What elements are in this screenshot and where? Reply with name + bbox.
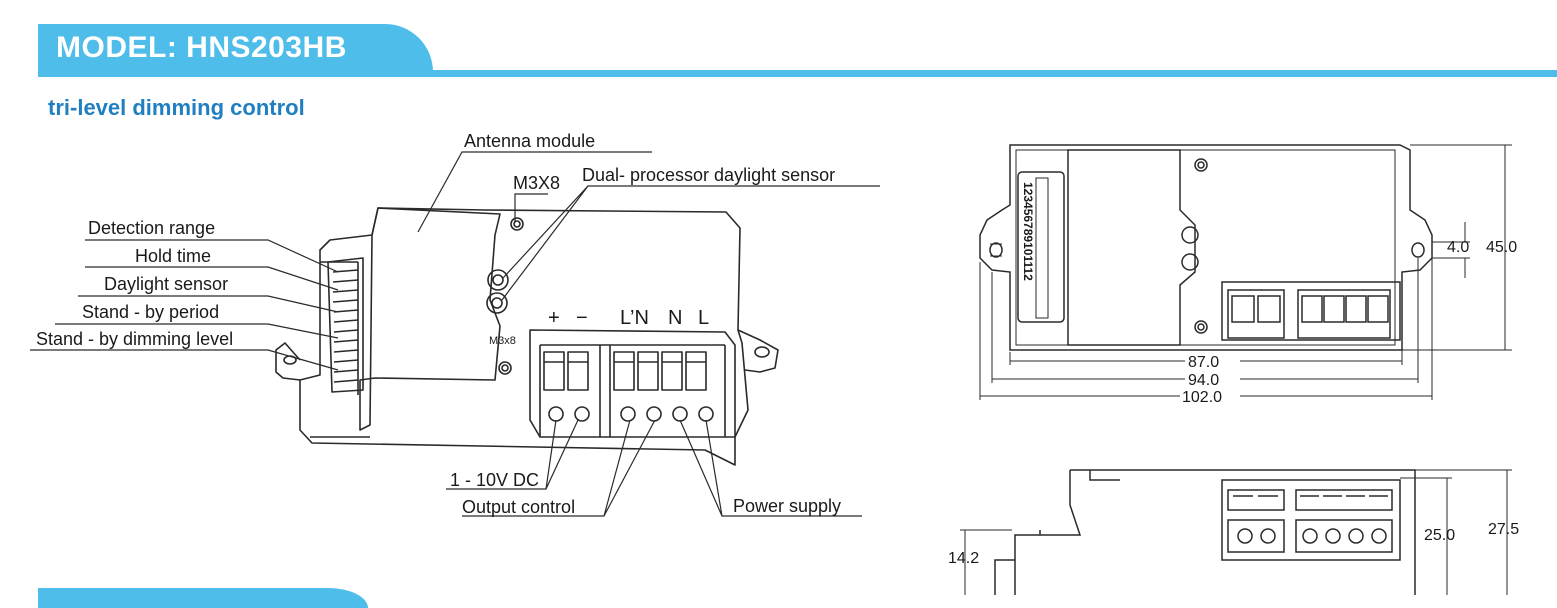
model-title: MODEL: HNS203HB bbox=[56, 31, 347, 64]
label-m3x8-top: M3X8 bbox=[513, 173, 560, 193]
label-m3x8-small: M3x8 bbox=[489, 335, 516, 347]
label-standby-dimming: Stand - by dimming level bbox=[36, 329, 233, 349]
side-terminal-block bbox=[1221, 479, 1401, 561]
antenna-module bbox=[359, 207, 501, 431]
side-view bbox=[994, 469, 1416, 595]
dip-switch-block bbox=[327, 257, 364, 393]
housing-outline bbox=[299, 207, 749, 466]
label-hold-time: Hold time bbox=[135, 246, 211, 266]
label-plus: + bbox=[548, 307, 560, 329]
perspective-view bbox=[275, 207, 779, 466]
subtitle: tri-level dimming control bbox=[48, 95, 305, 120]
model-banner bbox=[38, 24, 433, 72]
header-rule bbox=[38, 70, 1557, 77]
top-antenna-module bbox=[1067, 149, 1196, 346]
dim-25: 25.0 bbox=[1424, 527, 1455, 544]
daylight-sensor-window bbox=[487, 269, 509, 291]
label-minus: − bbox=[576, 307, 588, 329]
label-daylight-dual: Dual- processor daylight sensor bbox=[582, 165, 835, 185]
label-n: N bbox=[668, 307, 682, 329]
dim-94: 94.0 bbox=[1188, 372, 1219, 389]
dim-45: 45.0 bbox=[1486, 239, 1517, 256]
dim-102: 102.0 bbox=[1182, 389, 1222, 406]
label-power-supply: Power supply bbox=[733, 496, 841, 516]
top-view bbox=[979, 144, 1433, 351]
dim-27-5: 27.5 bbox=[1488, 521, 1519, 538]
dim-14-2: 14.2 bbox=[948, 550, 979, 567]
right-mount-ear bbox=[737, 329, 779, 373]
side-dimension-lines bbox=[960, 469, 1512, 595]
top-dip-switch bbox=[1017, 171, 1065, 323]
label-output-control: Output control bbox=[462, 497, 575, 517]
label-antenna-module: Antenna module bbox=[464, 131, 595, 151]
label-daylight-sensor: Daylight sensor bbox=[104, 274, 228, 294]
side-view-outline bbox=[994, 469, 1416, 595]
leader-lines bbox=[30, 151, 880, 517]
label-detection-range: Detection range bbox=[88, 218, 215, 238]
top-dimension-lines bbox=[979, 144, 1512, 400]
dim-4: 4.0 bbox=[1447, 239, 1469, 256]
label-ln: L’N bbox=[620, 307, 649, 329]
left-mount-ear bbox=[275, 342, 301, 381]
top-dip-numbers: 123456789101112 bbox=[1021, 182, 1035, 281]
label-l: L bbox=[698, 307, 709, 329]
label-standby-period: Stand - by period bbox=[82, 302, 219, 322]
dim-87: 87.0 bbox=[1188, 354, 1219, 371]
top-terminal-block bbox=[1221, 281, 1401, 341]
terminal-block bbox=[529, 329, 736, 438]
label-dc: 1 - 10V DC bbox=[450, 470, 539, 490]
